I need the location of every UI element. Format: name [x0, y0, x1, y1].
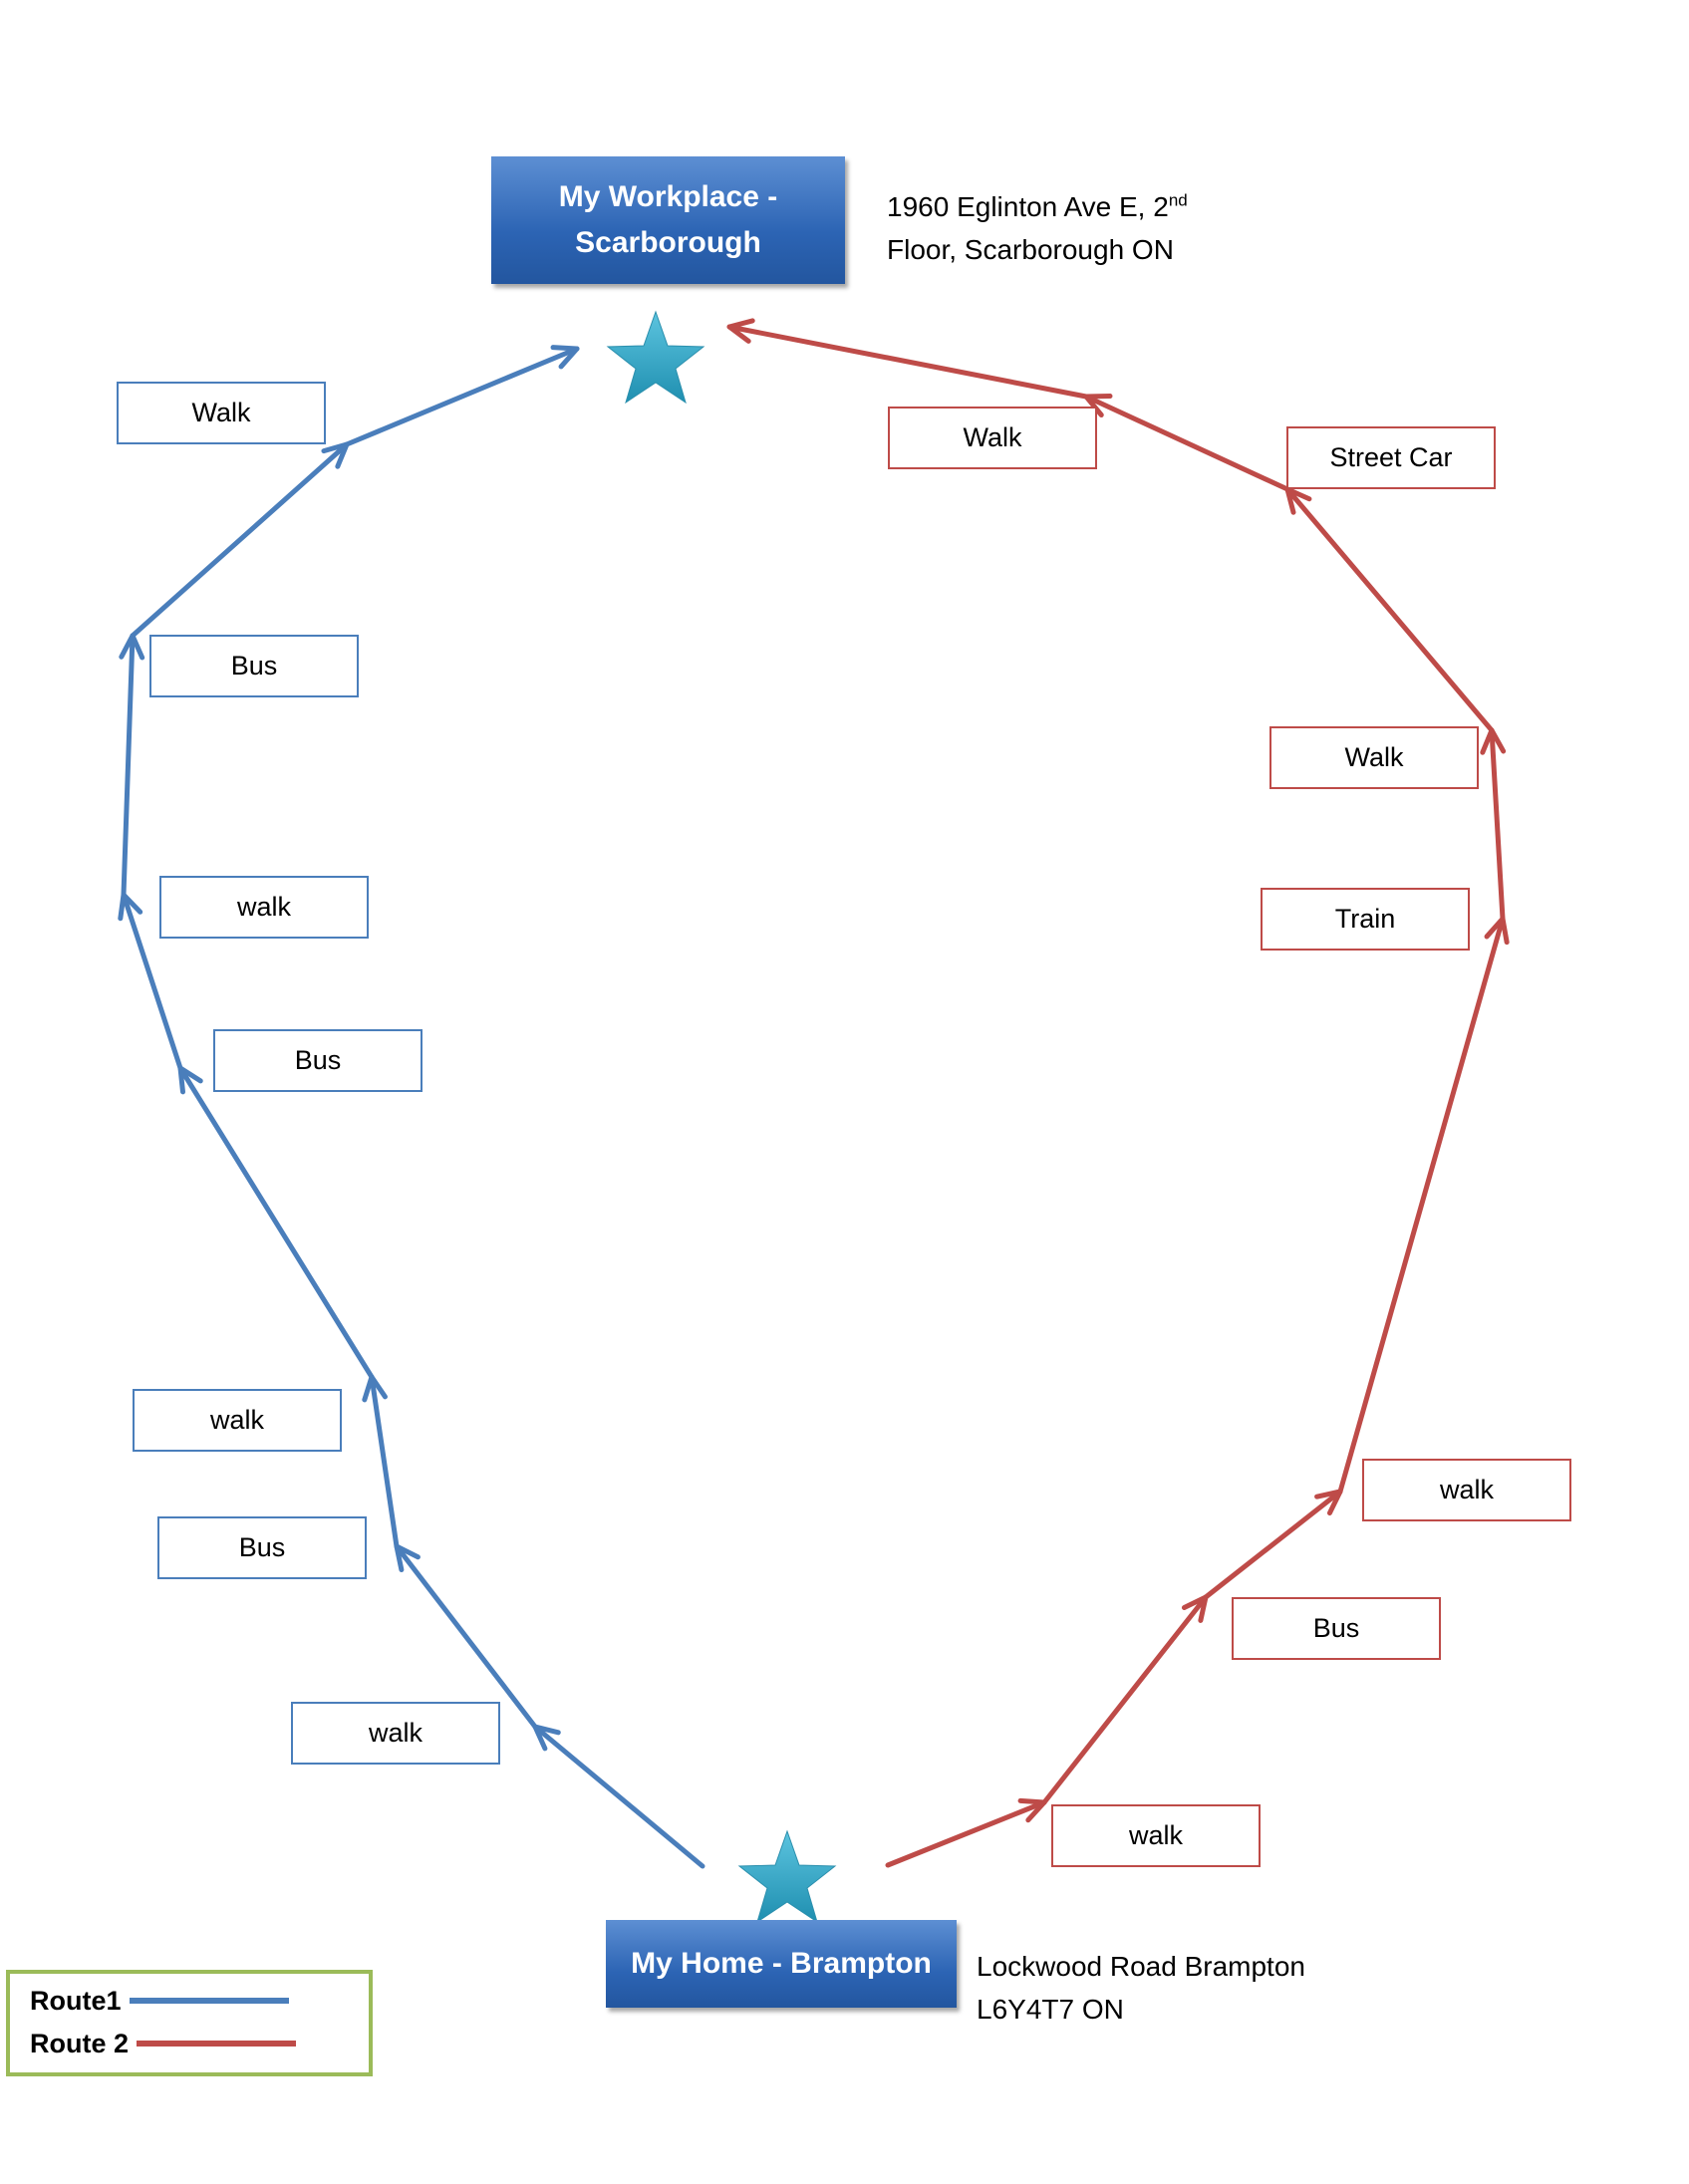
route2-segment: [1489, 727, 1506, 922]
route1-step-5: walk: [159, 876, 369, 939]
legend: Route1 Route 2: [6, 1970, 373, 2076]
route2-step-5: Walk: [1269, 726, 1479, 789]
route2-segment: [1041, 1594, 1209, 1805]
workplace-address-line1: 1960 Eglinton Ave E, 2: [887, 191, 1169, 222]
route1-step-4: Bus: [213, 1029, 422, 1092]
route1-segment: [394, 1543, 538, 1730]
route1-step-6: Bus: [149, 635, 359, 697]
route2-step-4: Train: [1261, 888, 1470, 951]
route1-segment: [121, 892, 183, 1071]
route1-segment: [369, 1374, 400, 1549]
route2-step-6: Street Car: [1286, 426, 1496, 489]
workplace-title-box: My Workplace - Scarborough: [491, 156, 845, 284]
route2-segment: [1203, 1489, 1343, 1600]
legend-route2: Route 2: [30, 2024, 297, 2063]
route2-step-1: walk: [1051, 1804, 1261, 1867]
route2-arrowhead-icon: [726, 318, 755, 344]
legend-route1: Route1: [30, 1981, 289, 2021]
route2-segment: [885, 1799, 1047, 1868]
route2-step-3: walk: [1362, 1459, 1571, 1521]
route1-step-3: walk: [133, 1389, 342, 1452]
route2-segment: [726, 324, 1089, 400]
route1-segment: [177, 1065, 375, 1380]
workplace-star-icon: [606, 310, 705, 405]
route1-step-1: walk: [291, 1702, 500, 1765]
home-star-icon: [737, 1829, 837, 1924]
workplace-address-line2: Floor, Scarborough ON: [887, 234, 1174, 265]
workplace-address-sup: nd: [1168, 190, 1188, 210]
route1-path: [118, 345, 705, 1869]
home-address-line1: Lockwood Road Brampton: [977, 1951, 1305, 1982]
home-label: My Home - Brampton: [631, 1947, 932, 1980]
route2-segment: [1083, 394, 1290, 492]
workplace-address: 1960 Eglinton Ave E, 2nd Floor, Scarboro…: [887, 185, 1188, 271]
route2-step-2: Bus: [1232, 1597, 1441, 1660]
legend-route1-swatch: [129, 1998, 289, 2004]
home-title-box: My Home - Brampton: [606, 1920, 957, 2008]
route2-segment: [1284, 486, 1495, 733]
legend-route1-label: Route1: [30, 1985, 122, 2016]
route1-step-7: Walk: [117, 382, 326, 444]
route1-segment: [532, 1724, 705, 1869]
route1-segment: [344, 346, 580, 447]
route1-step-2: Bus: [157, 1516, 367, 1579]
home-address: Lockwood Road Brampton L6Y4T7 ON: [977, 1945, 1305, 2031]
route1-arrowhead-icon: [550, 345, 580, 370]
legend-route2-label: Route 2: [30, 2028, 130, 2058]
route2-step-7: Walk: [888, 407, 1097, 469]
route1-segment: [130, 441, 350, 639]
route2-segment: [1337, 916, 1506, 1495]
workplace-label: My Workplace - Scarborough: [558, 180, 778, 259]
legend-route2-swatch: [137, 2041, 297, 2047]
route1-segment: [121, 633, 136, 898]
home-address-line2: L6Y4T7 ON: [977, 1994, 1124, 2025]
